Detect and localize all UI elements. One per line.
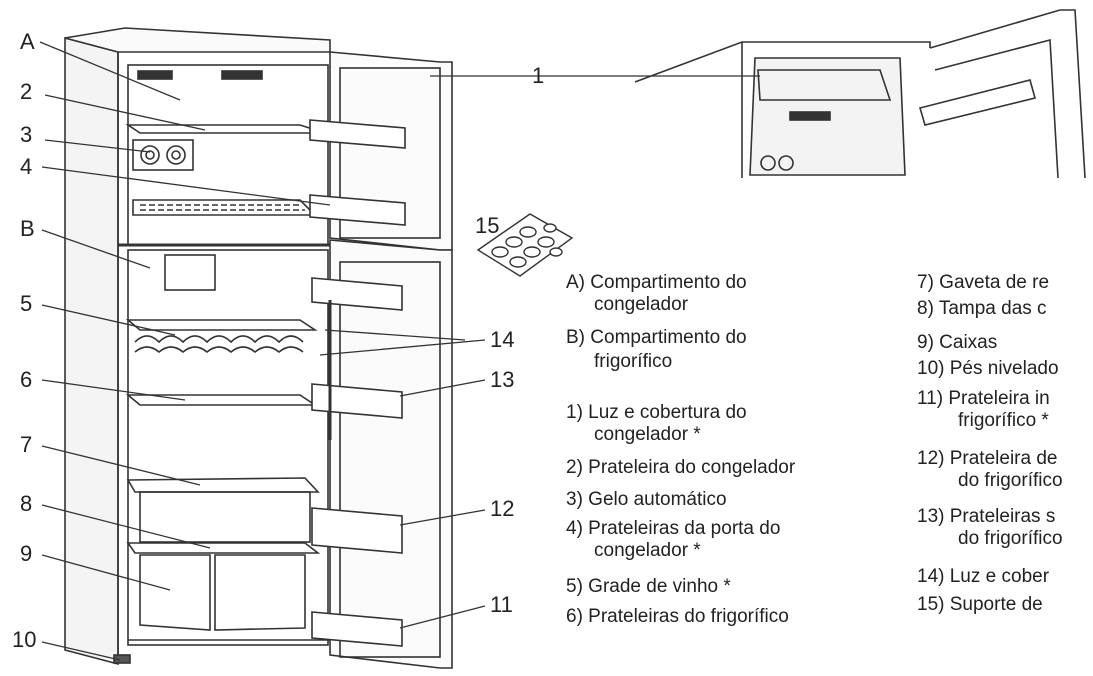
callout-A: A [20,29,35,54]
legend-item-A-line1: A) Compartimento do [566,272,747,293]
legend-item-1-line1: 1) Luz e cobertura do [566,402,747,423]
legend-item-14: 14) Luz e cober [917,566,1050,587]
legend-item-3: 3) Gelo automático [566,489,727,510]
callout-14: 14 [490,327,515,352]
callout-2: 2 [20,79,33,104]
legend-item-4-line1: 4) Prateleiras da porta do [566,518,781,539]
legend-item-12-line1: 12) Prateleira de [917,448,1058,469]
callout-15: 15 [475,213,500,238]
legend-item-5: 5) Grade de vinho * [566,576,731,597]
callout-13: 13 [490,367,515,392]
legend-item-11-line2: frigorífico * [958,410,1049,431]
legend-item-B-line2: frigorífico [594,351,673,372]
callout-1: 1 [532,63,545,88]
legend-item-2: 2) Prateleira do congelador [566,457,796,478]
callout-6: 6 [20,367,33,392]
egg-holder-illustration [476,213,574,277]
legend-item-4-line2: congelador * [594,540,701,561]
legend-item-9: 9) Caixas [917,332,998,353]
callout-7: 7 [20,432,33,457]
callout-B: B [20,216,35,241]
callout-5: 5 [20,291,33,316]
legend-item-7: 7) Gaveta de re [917,272,1050,293]
callout-4: 4 [20,154,33,179]
legend-item-10: 10) Pés nivelado [917,358,1059,379]
callout-12: 12 [490,496,515,521]
legend-item-A-line2: congelador [594,294,689,315]
legend-right-cropped: 7) Gaveta de re 8) Tampa das c 9) Caixas… [912,262,1093,642]
legend-item-12-line2: do frigorífico [958,470,1063,491]
legend-item-8: 8) Tampa das c [917,298,1047,319]
callout-3: 3 [20,122,33,147]
callout-9: 9 [20,541,33,566]
legend-item-13-line1: 13) Prateleiras s [917,506,1056,527]
callout-8: 8 [20,491,33,516]
legend-item-11-line1: 11) Prateleira in [917,388,1050,409]
legend-item-15: 15) Suporte de [917,594,1043,615]
callout-10: 10 [12,627,37,652]
legend-item-B-line1: B) Compartimento do [566,327,747,348]
legend-item-13-line2: do frigorífico [958,528,1063,549]
legend-item-1-line2: congelador * [594,424,701,445]
leader-lines [39,41,760,661]
callout-11: 11 [490,592,513,617]
legend-item-6: 6) Prateleiras do frigorífico [566,606,789,627]
